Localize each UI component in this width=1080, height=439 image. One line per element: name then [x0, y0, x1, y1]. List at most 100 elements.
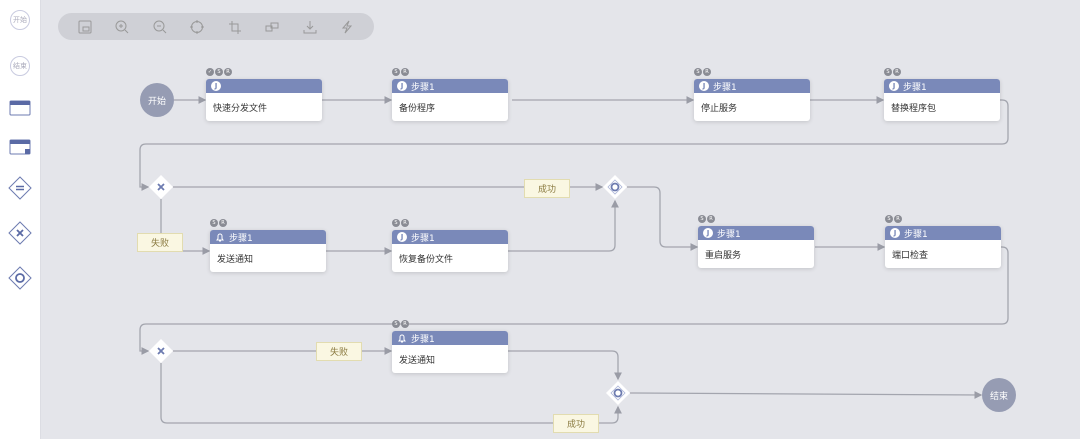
node-title: 步骤1 — [411, 233, 435, 244]
status-badge: S — [885, 215, 893, 223]
job-icon: J — [699, 81, 709, 91]
bell-icon — [216, 233, 224, 242]
exclusive-gateway[interactable] — [149, 175, 173, 199]
edge-label-fail: 失败 — [137, 233, 183, 252]
bell-icon — [398, 334, 406, 343]
edge — [627, 186, 699, 251]
node-body: 备份程序 — [399, 104, 436, 114]
edge — [160, 363, 622, 424]
exclusive-gateway[interactable] — [149, 339, 173, 363]
run-button[interactable] — [339, 19, 355, 35]
palette-subtask[interactable] — [6, 133, 34, 161]
status-badge: R — [894, 215, 902, 223]
status-badge: S — [694, 68, 702, 76]
crop-icon — [228, 20, 241, 34]
status-badge: R — [224, 68, 232, 76]
palette-parallel-gateway[interactable] — [6, 174, 34, 202]
status-badge: S — [392, 68, 400, 76]
converge-gateway-icon — [603, 175, 627, 199]
status-badge: R — [219, 219, 227, 227]
node-header: 步骤1 — [392, 331, 508, 345]
node-title: 步骤1 — [904, 229, 928, 240]
job-icon: J — [703, 228, 713, 238]
converge-gateway-icon — [8, 266, 32, 290]
node-header: J 步骤1 — [694, 79, 810, 93]
download-button[interactable] — [302, 19, 318, 35]
layout-button[interactable] — [264, 19, 280, 35]
job-icon: J — [397, 81, 407, 91]
canvas-toolbar — [58, 13, 374, 40]
status-badge: S — [698, 215, 706, 223]
node-header: J 步骤1 — [392, 79, 508, 93]
node-title: 步骤1 — [713, 82, 737, 93]
zoom-in-button[interactable] — [114, 19, 130, 35]
edge-label-success: 成功 — [553, 414, 599, 433]
converge-gateway[interactable] — [603, 175, 627, 199]
node-body: 端口检查 — [892, 251, 929, 261]
layout-icon — [265, 22, 279, 31]
end-node[interactable]: 结束 — [982, 378, 1016, 412]
node-header: J 步骤1 — [698, 226, 814, 240]
task-icon — [9, 100, 31, 116]
locate-icon — [190, 19, 205, 34]
node-title: 步骤1 — [411, 82, 435, 93]
node-header: J — [206, 79, 322, 93]
status-badge: S — [884, 68, 892, 76]
node-palette: 开始 结束 — [0, 0, 41, 439]
edge-label-success: 成功 — [524, 179, 570, 198]
zoom-out-icon — [153, 20, 167, 33]
fit-view-button[interactable] — [77, 19, 93, 35]
palette-converge-gateway[interactable] — [6, 264, 34, 292]
status-badge: S — [215, 68, 223, 76]
lightning-icon — [342, 20, 353, 33]
edge — [508, 199, 619, 252]
status-badge: ✓ — [206, 68, 214, 76]
zoom-out-button[interactable] — [152, 19, 168, 35]
node-body: 恢复备份文件 — [399, 255, 454, 265]
job-icon: J — [889, 81, 899, 91]
edge — [139, 246, 1009, 355]
status-badge: S — [210, 219, 218, 227]
status-badge: S — [392, 320, 400, 328]
palette-end[interactable]: 结束 — [6, 52, 34, 80]
status-badge: R — [707, 215, 715, 223]
locate-button[interactable] — [189, 19, 205, 35]
node-title: 步骤1 — [411, 334, 435, 345]
crop-button[interactable] — [227, 19, 243, 35]
palette-task[interactable] — [6, 94, 34, 122]
edge-label-fail: 失败 — [316, 342, 362, 361]
converge-gateway[interactable] — [606, 381, 630, 405]
palette-start[interactable]: 开始 — [6, 6, 34, 34]
job-icon: J — [211, 81, 221, 91]
exclusive-gateway-icon — [8, 221, 32, 245]
status-badge: R — [401, 68, 409, 76]
edge — [629, 391, 983, 399]
fit-view-icon — [78, 20, 92, 33]
node-body: 替换程序包 — [891, 104, 937, 114]
palette-exclusive-gateway[interactable] — [6, 219, 34, 247]
node-title: 步骤1 — [717, 229, 741, 240]
start-node[interactable]: 开始 — [140, 83, 174, 117]
